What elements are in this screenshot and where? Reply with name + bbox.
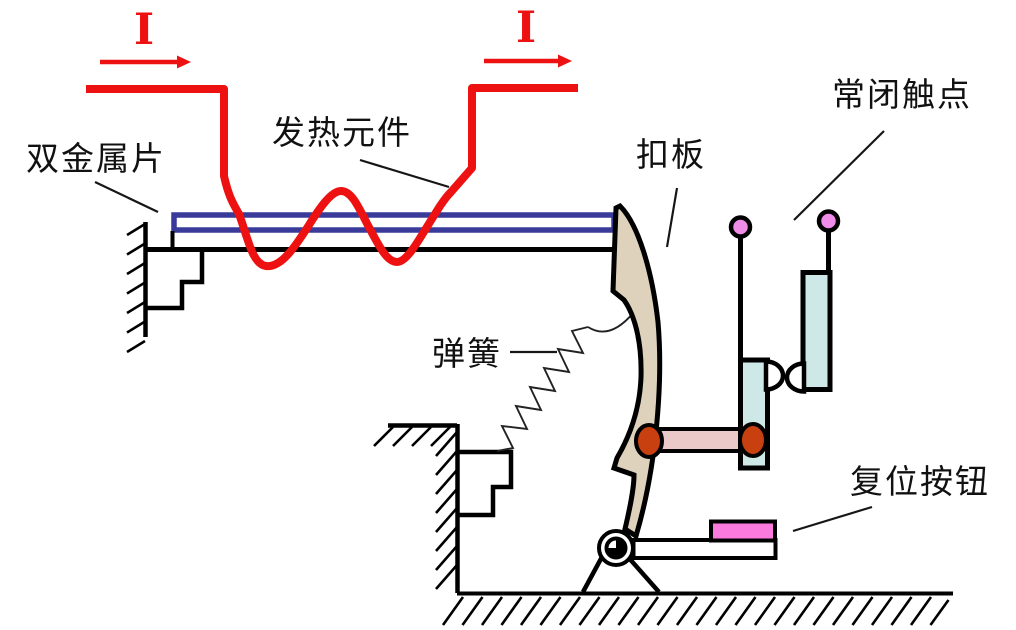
- label-spring: 弹簧: [432, 334, 502, 373]
- base-step-bracket: [458, 449, 514, 518]
- label-reset-button: 复位按钮: [850, 462, 990, 501]
- label-nc-contact: 常闭触点: [832, 75, 972, 114]
- reset-button[interactable]: [631, 519, 778, 560]
- pivot-leg-left: [581, 553, 605, 594]
- leader-latch: [665, 187, 679, 248]
- pivot: [581, 529, 661, 594]
- current-arrowhead-right: [558, 54, 572, 68]
- label-heating-element: 发热元件: [272, 113, 412, 152]
- current-symbol-left: I: [134, 5, 154, 55]
- current-arrowhead-left: [177, 55, 191, 69]
- base-wall-hatching: [435, 431, 458, 590]
- label-latch-plate: 扣板: [636, 135, 706, 174]
- leader-bimetal: [94, 181, 159, 213]
- leader-reset: [792, 505, 873, 533]
- left-support-wall: [126, 222, 205, 354]
- labels: I I 双金属片 发热元件 扣板 常闭触点 弹簧 复位按钮: [26, 3, 990, 501]
- leader-lines: [94, 130, 885, 533]
- left-terminal: [728, 215, 753, 239]
- reset-cap[interactable]: [709, 519, 777, 543]
- spring-coil: [496, 326, 589, 452]
- pivot-bearing-wedge: [606, 538, 626, 558]
- reset-rod[interactable]: [631, 538, 778, 560]
- base-support: [373, 423, 953, 626]
- left-contact-point: [763, 359, 786, 392]
- leader-nc-contact: [793, 130, 885, 221]
- lever-bar: [650, 427, 752, 453]
- current-symbol-right: I: [516, 3, 536, 53]
- lever-roller-right: [738, 422, 768, 458]
- label-bimetal-strip: 双金属片: [26, 139, 166, 178]
- right-contact-blade: [800, 270, 833, 392]
- pivot-leg-right: [626, 555, 661, 594]
- latch-plate: [610, 202, 663, 540]
- right-contact-point: [784, 361, 807, 394]
- base-top-hatching: [373, 426, 451, 447]
- support-step-bracket: [146, 250, 205, 311]
- lever-roller-left: [634, 423, 664, 459]
- wall-hatching: [126, 222, 146, 354]
- nc-contact-assembly: [728, 209, 841, 471]
- right-terminal: [816, 209, 841, 233]
- leader-heating: [359, 158, 450, 189]
- heating-wire-circuit: [86, 54, 578, 271]
- latch-lever: [634, 423, 752, 459]
- spring: [496, 311, 635, 452]
- ground-hatching: [441, 596, 950, 626]
- spring-link: [587, 311, 635, 333]
- heating-wire: [86, 84, 578, 271]
